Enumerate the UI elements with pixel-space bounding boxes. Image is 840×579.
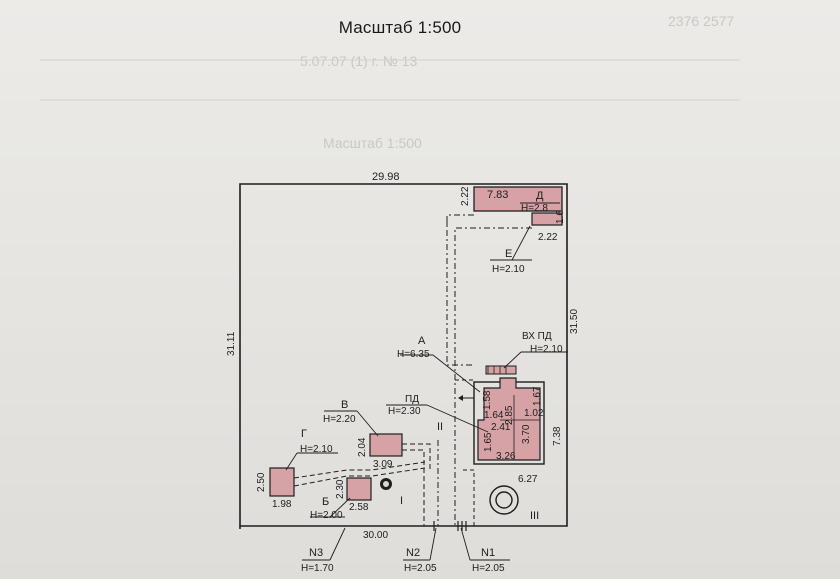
dim-a-165: 1.65 — [483, 432, 494, 452]
dim-a-285: 2.85 — [504, 405, 515, 425]
circle-iii-outer — [489, 485, 519, 515]
dim-right: 31.50 — [569, 309, 580, 334]
dim-e-length: 2.22 — [538, 232, 558, 243]
dim-left: 31.11 — [226, 331, 237, 356]
label-n1-height: H=2.05 — [472, 563, 505, 574]
label-b-letter: Б — [322, 496, 329, 508]
building-b — [346, 477, 372, 501]
label-g-height: H=2.10 — [300, 444, 333, 455]
dim-g-side: 2.50 — [256, 472, 267, 492]
zone-iii: III — [530, 510, 539, 522]
dim-g-length: 1.98 — [272, 499, 292, 510]
dim-v-length: 3.09 — [373, 459, 393, 470]
label-a-letter: А — [418, 335, 426, 347]
label-d-letter: Д — [536, 190, 544, 202]
building-d — [473, 186, 563, 212]
dim-a-158: 1.58 — [482, 390, 493, 410]
label-n3-height: H=1.70 — [301, 563, 334, 574]
path-driveway-outer — [446, 214, 474, 366]
label-pd-letter: ПД — [405, 394, 419, 405]
label-e-height: H=2.10 — [492, 264, 525, 275]
path-utility-7 — [463, 469, 475, 526]
dim-a-738: 7.38 — [552, 426, 563, 446]
house-a — [477, 377, 541, 461]
building-g — [269, 467, 295, 497]
ghost-line-1: 2376 2577 — [668, 13, 734, 29]
page-title: Масштаб 1:500 — [338, 18, 462, 37]
dim-top: 29.98 — [372, 171, 400, 183]
zone-ii: II — [437, 421, 443, 433]
dim-a-370: 3.70 — [521, 424, 532, 444]
dim-b-side: 2.30 — [335, 479, 346, 499]
dim-a-326: 3.26 — [496, 451, 516, 462]
label-v-letter: В — [341, 399, 348, 411]
building-e — [531, 212, 563, 226]
label-pd-height: H=2.30 — [388, 406, 421, 417]
label-n2-height: H=2.05 — [404, 563, 437, 574]
dim-d-vert: 2.22 — [460, 186, 471, 206]
zone-i: I — [400, 495, 403, 507]
building-v — [369, 433, 403, 457]
label-e-letter: Е — [505, 248, 512, 260]
dim-b-length: 2.58 — [349, 502, 369, 513]
dim-a-164: 1.64 — [484, 410, 504, 421]
label-vx-pd: ВХ ПД — [522, 331, 552, 342]
path-utility-4 — [402, 449, 425, 526]
label-v-height: H=2.20 — [323, 414, 356, 425]
label-a-height: H=6.35 — [397, 349, 430, 360]
porch-vx — [485, 365, 517, 375]
label-n1: N1 — [481, 547, 495, 559]
label-n2: N2 — [406, 547, 420, 559]
dim-a-627: 6.27 — [518, 474, 538, 485]
label-n3: N3 — [309, 547, 323, 559]
ghost-title: Масштаб 1:500 — [323, 135, 422, 151]
dim-a-102: 1.02 — [524, 408, 544, 419]
ghost-line-2: 5.07.07 (1) г. № 13 — [300, 53, 417, 69]
dim-d-length: 7.83 — [487, 189, 508, 201]
path-utility-2 — [293, 467, 426, 487]
label-b-height: H=2.00 — [310, 510, 343, 521]
site-boundary — [239, 183, 568, 527]
label-vx-height: H=2.10 — [530, 344, 563, 355]
dim-a-241: 2.41 — [491, 422, 511, 433]
dim-v-side: 2.04 — [357, 437, 368, 457]
path-driveway-inner — [454, 227, 532, 360]
dim-e-side: 1.6 — [555, 210, 566, 224]
dim-bottom: 30.00 — [363, 530, 388, 541]
dim-a-167: 1.67 — [532, 386, 543, 406]
label-d-height: H=2.8 — [521, 203, 548, 214]
path-utility-1 — [293, 461, 426, 479]
circle-iii-inner — [495, 491, 513, 509]
label-g-letter: Г — [301, 428, 307, 440]
path-utility-3 — [402, 443, 431, 470]
